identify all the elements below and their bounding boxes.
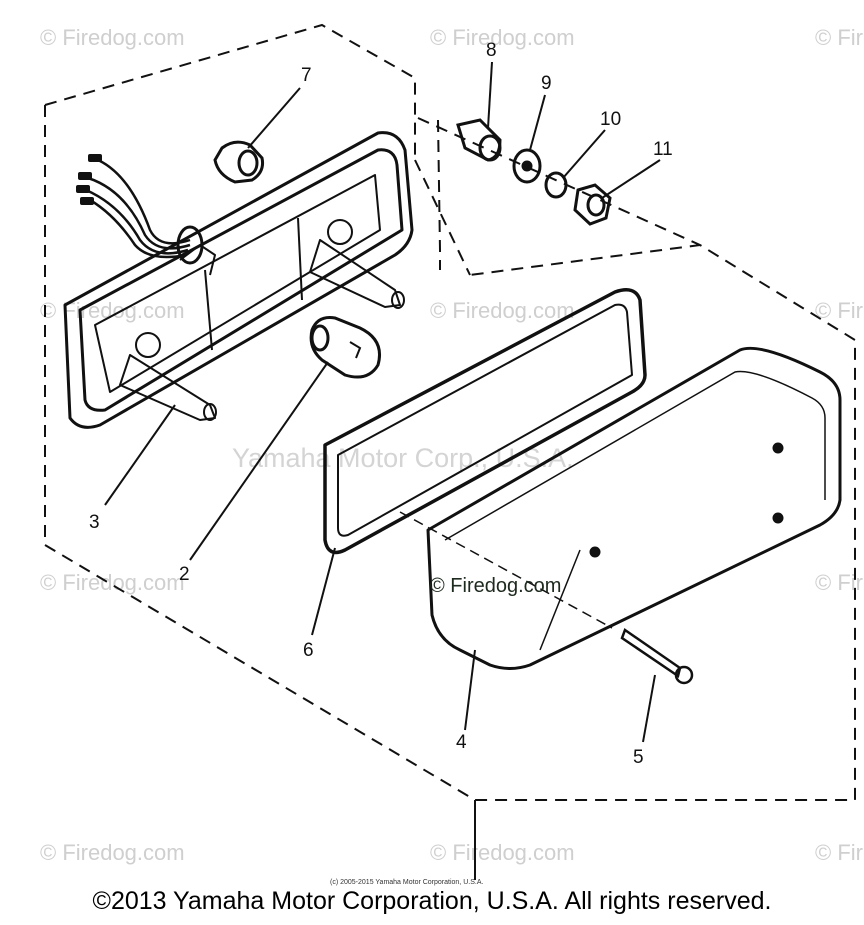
copyright-notice: ©2013 Yamaha Motor Corporation, U.S.A. A… [92, 887, 772, 915]
watermark: © Firedog.com [40, 570, 185, 595]
assembly-boundary [44, 23, 856, 801]
watermark: © Firedog.com [815, 840, 864, 865]
watermark: © Firedog.com [40, 25, 185, 50]
callout-number: 11 [653, 139, 673, 160]
grommet-part-7 [213, 140, 264, 184]
gasket-part-6 [323, 288, 647, 555]
callout-number: 2 [179, 564, 190, 585]
small-copyright: (c) 2005-2015 Yamaha Motor Corporation, … [330, 879, 483, 886]
hardware-stack [456, 118, 612, 226]
watermark: © Firedog.com [40, 840, 185, 865]
watermark-lens: © Firedog.com [430, 575, 561, 597]
washer-part-10 [544, 171, 568, 199]
watermark: © Firedog.com [815, 25, 864, 50]
callout-number: 10 [600, 109, 621, 130]
watermark: © Firedog.com [815, 298, 864, 323]
nut-part-11 [573, 183, 612, 226]
watermark-layer: © Firedog.com © Firedog.com © Firedog.co… [40, 25, 864, 865]
washer-part-9 [512, 148, 542, 184]
callout-number: 5 [633, 747, 644, 768]
watermark: © Firedog.com [430, 840, 575, 865]
callouts: 7 8 9 10 11 3 2 6 4 5 [89, 40, 673, 768]
watermark: © Firedog.com [430, 298, 575, 323]
wiring-harness [85, 158, 204, 265]
lens-part-4 [426, 346, 842, 670]
lamp-housing [63, 131, 414, 429]
callout-number: 8 [486, 40, 497, 61]
watermark: © Firedog.com [815, 570, 864, 595]
watermark: © Firedog.com [430, 25, 575, 50]
callout-number: 9 [541, 73, 552, 94]
watermark: © Firedog.com [40, 298, 185, 323]
bolt-part-8 [456, 118, 502, 162]
callout-number: 6 [303, 640, 314, 661]
callout-number: 7 [301, 65, 312, 86]
bulb-part-2 [309, 316, 381, 379]
screw-axis [399, 511, 613, 629]
callout-number: 4 [456, 732, 467, 753]
bolt-head-part-8 [478, 134, 502, 162]
callout-number: 3 [89, 512, 100, 533]
screw-part-5 [620, 628, 694, 685]
leader-lines [104, 61, 661, 743]
watermark-center: Yamaha Motor Corp., U.S.A. [232, 443, 574, 473]
wire-terminals [76, 154, 102, 205]
